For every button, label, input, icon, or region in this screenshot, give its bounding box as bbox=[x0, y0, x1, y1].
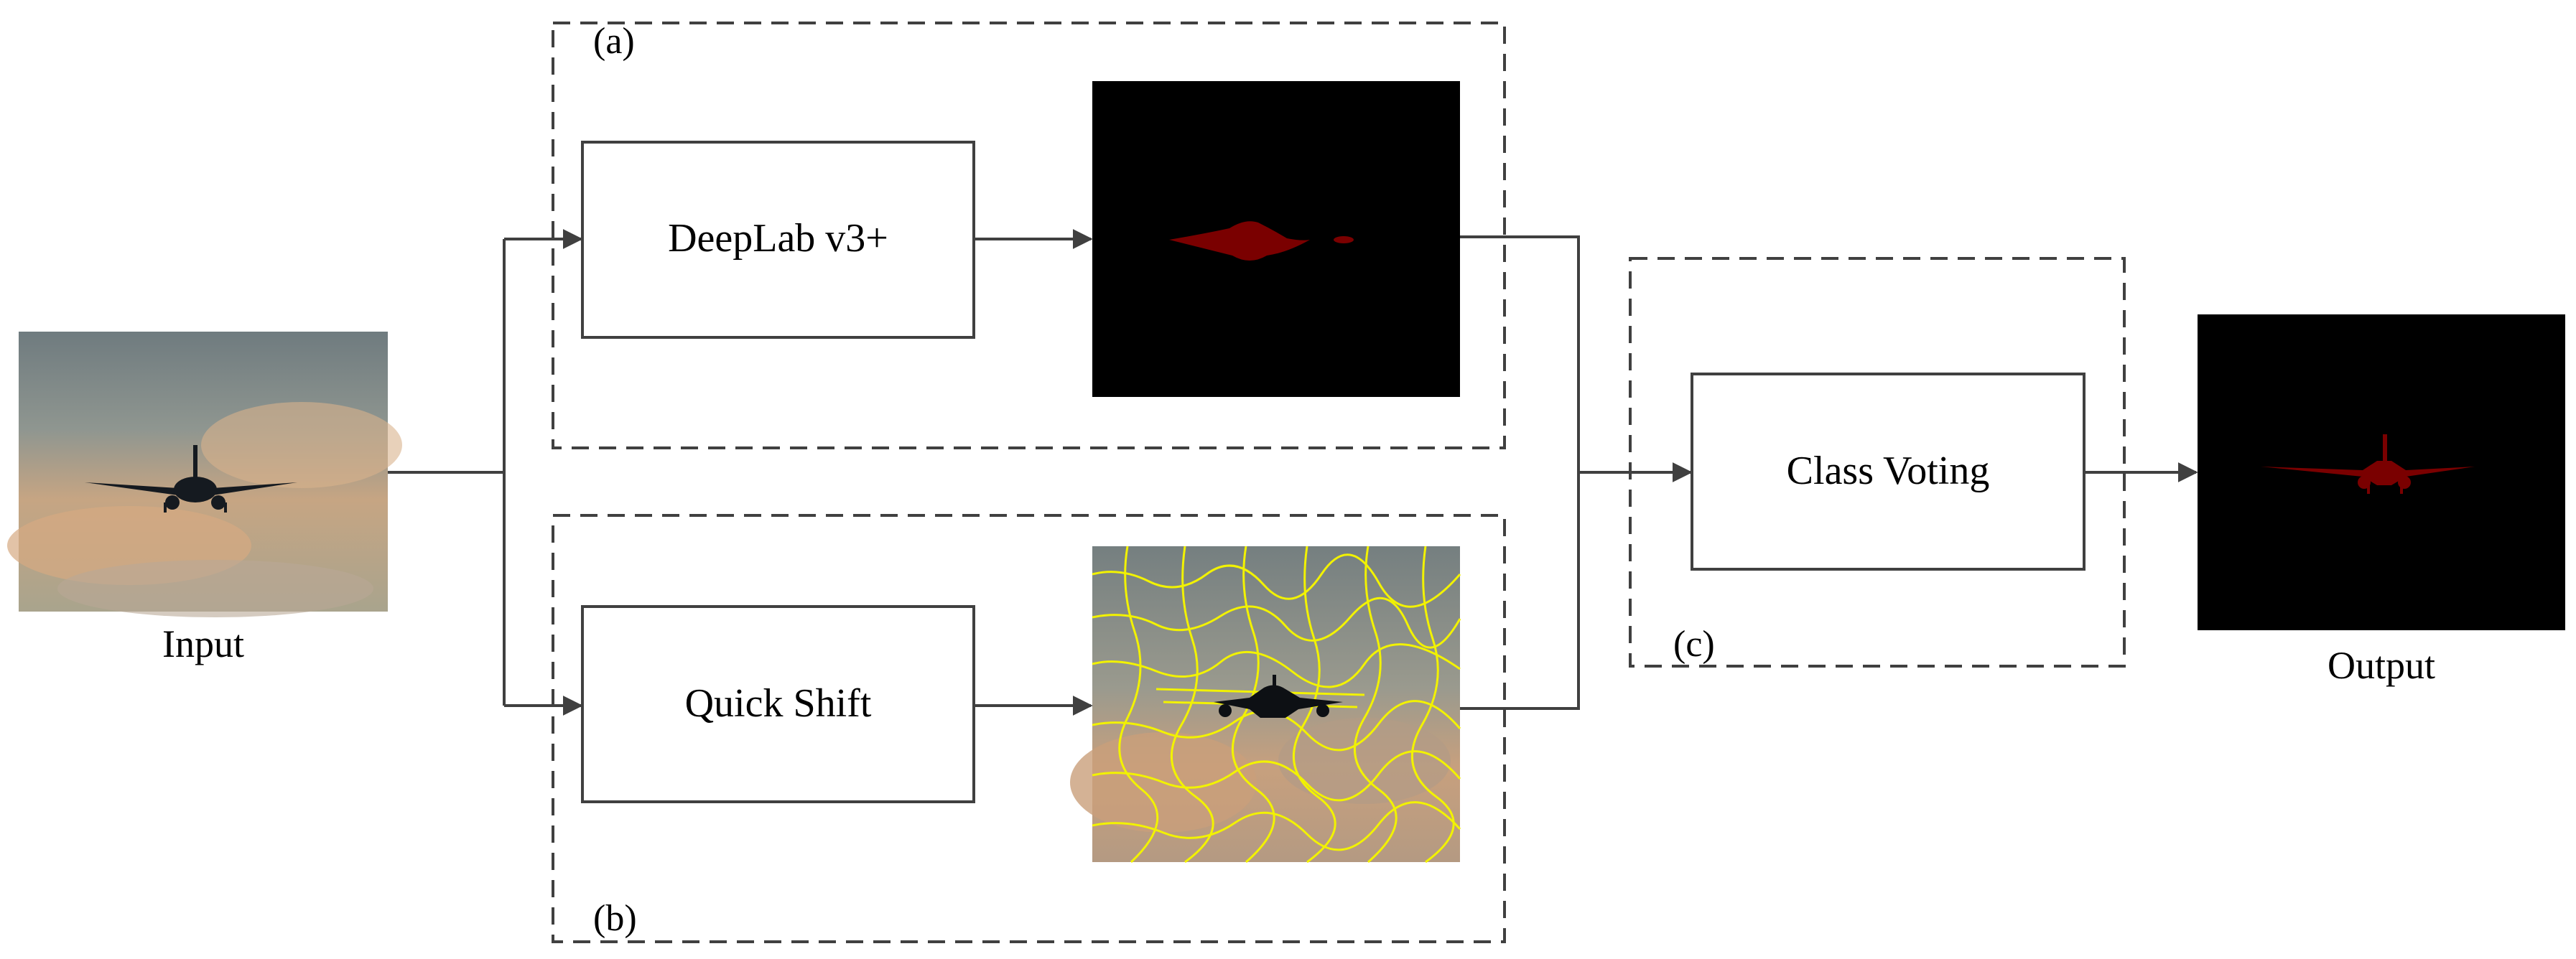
output-image bbox=[2198, 314, 2565, 630]
deeplab-box bbox=[581, 141, 975, 339]
panel-b-border bbox=[552, 514, 1506, 943]
panel-a-border bbox=[552, 22, 1506, 449]
deeplab-label: DeepLab v3+ bbox=[668, 216, 888, 261]
superpixel-image bbox=[1070, 546, 1461, 864]
input-image bbox=[7, 332, 402, 617]
class-voting-box bbox=[1691, 373, 2086, 571]
panel-c-border bbox=[1629, 257, 2126, 668]
quickshift-box bbox=[581, 605, 975, 803]
segmentation-mask-image bbox=[1092, 81, 1460, 397]
panel-c-label: (c) bbox=[1673, 624, 1715, 665]
class-voting-label: Class Voting bbox=[1786, 449, 1990, 493]
airplane-silhouette-icon bbox=[1214, 675, 1343, 718]
airplane-icon bbox=[85, 445, 297, 513]
output-label: Output bbox=[2327, 644, 2435, 687]
panel-a-label: (a) bbox=[593, 21, 635, 62]
panel-b-label: (b) bbox=[593, 898, 637, 939]
input-label: Input bbox=[162, 622, 244, 665]
mask-to-merge bbox=[1460, 235, 1580, 710]
quickshift-label: Quick Shift bbox=[684, 681, 872, 726]
